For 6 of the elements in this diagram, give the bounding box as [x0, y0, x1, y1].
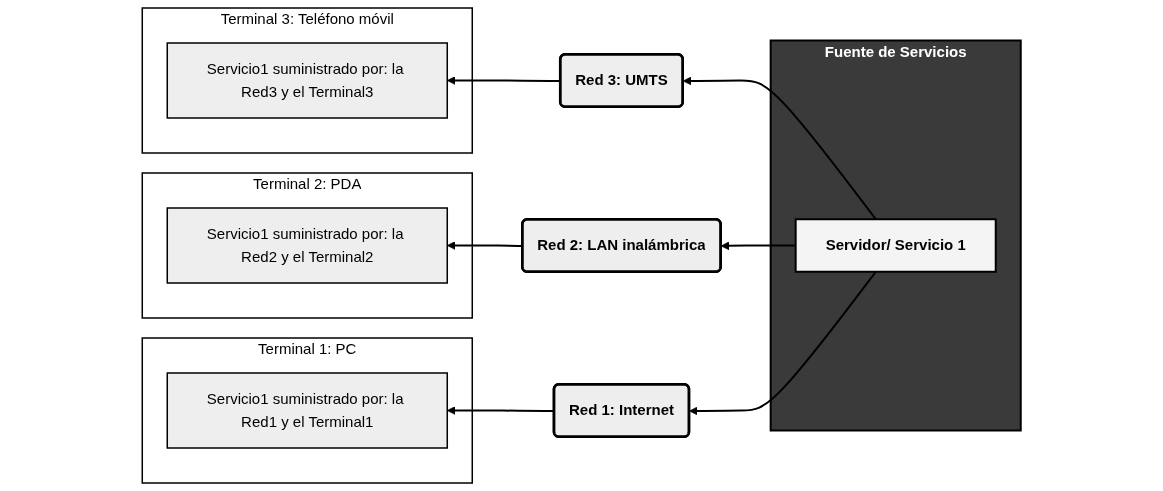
node-box: Servicio1 suministrado por: la Red1 y el Terminal1 — [166, 372, 448, 449]
node-box: Servicio1 suministrado por: la Red2 y el Terminal2 — [166, 207, 448, 284]
arrow — [682, 76, 877, 221]
arrow — [689, 270, 877, 416]
node-box: Servidor/ Servicio 1 — [794, 218, 997, 273]
node-box: Servicio1 suministrado por: la Red3 y el Terminal3 — [166, 42, 448, 119]
